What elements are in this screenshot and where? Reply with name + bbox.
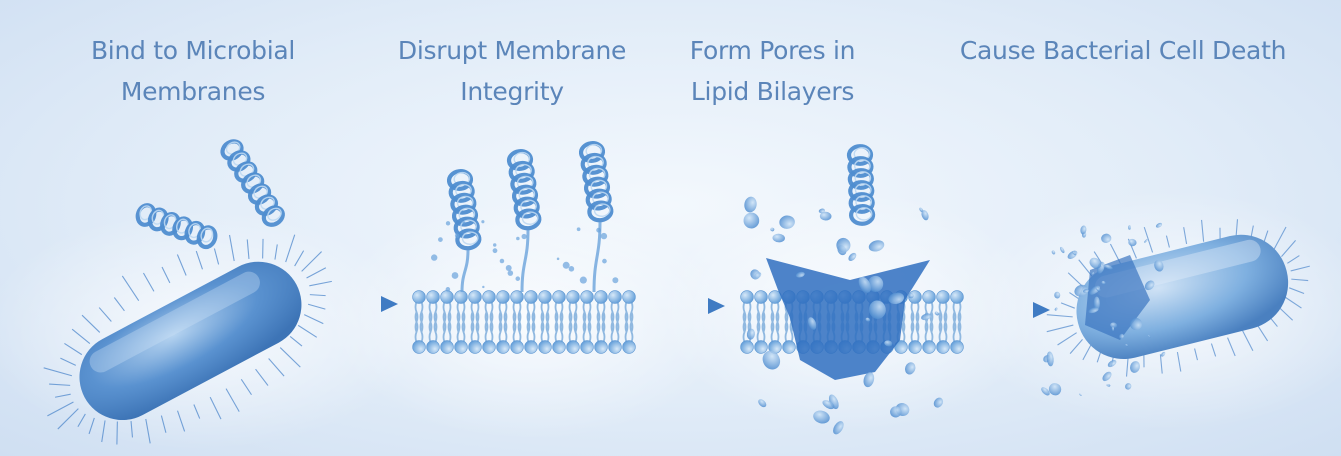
step3-peptide-helix-icon [846,144,876,226]
right-arrow-icon [318,296,398,312]
step1-bacterium-icon [43,234,332,445]
step1-title-line1: Bind to Microbial [90,36,296,65]
step3-debris-icon [743,196,944,435]
step2-title-line2: Integrity [460,77,564,106]
step1-peptide-helix-icon [135,139,285,250]
step2-title: Disrupt Membrane Integrity [372,30,652,112]
step4-title-line1: Cause Bacterial Cell Death [959,36,1287,65]
step3-title-line2: Lipid Bilayers [690,77,855,106]
step2-peptide-helix-icon [431,141,619,293]
step4-title: Cause Bacterial Cell Death [928,30,1318,71]
step3-pore-icon [766,258,930,380]
step3-title-line1: Form Pores in [689,36,856,65]
right-arrow-icon [975,302,1050,318]
step2-title-line1: Disrupt Membrane [397,36,627,65]
step4-bacterium-icon [1046,219,1310,377]
right-arrow-icon [652,298,725,314]
step1-title: Bind to Microbial Membranes [58,30,328,112]
step1-title-line2: Membranes [120,77,266,106]
step4-debris-icon [1041,222,1166,396]
step3-title: Form Pores in Lipid Bilayers [660,30,885,112]
